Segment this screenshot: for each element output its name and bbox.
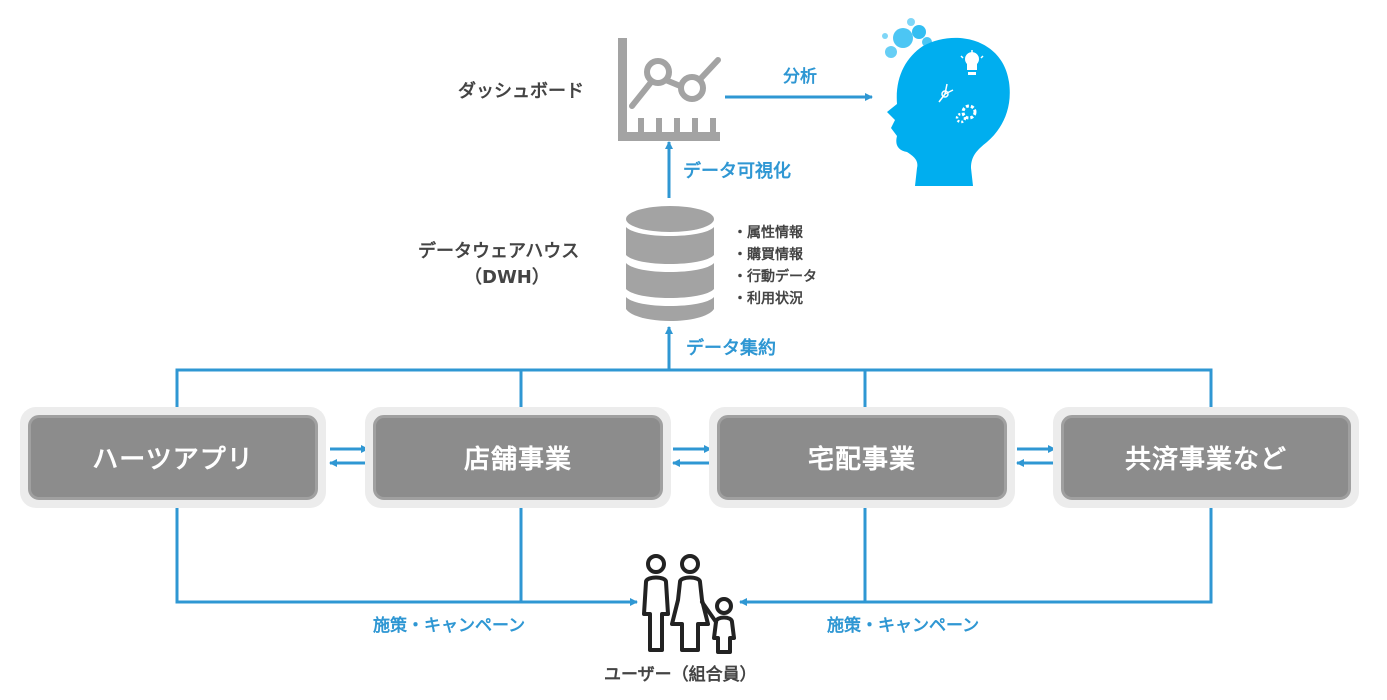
campaign-right-label: 施策・キャンペーン <box>827 616 980 636</box>
business-label: ハーツアプリ <box>28 415 318 500</box>
human-head-idea-icon <box>882 18 1010 187</box>
dwh-item-list: ・属性情報 ・購買情報 ・行動データ ・利用状況 <box>733 222 817 310</box>
family-icon <box>642 554 736 654</box>
business-label: 店舗事業 <box>373 415 663 500</box>
business-hearts-app: ハーツアプリ <box>20 407 326 508</box>
business-delivery: 宅配事業 <box>709 407 1015 508</box>
aggregation-label: データ集約 <box>686 338 776 359</box>
aggregation-bus <box>175 368 1213 407</box>
business-label: 共済事業など <box>1061 415 1351 500</box>
business-label: 宅配事業 <box>717 415 1007 500</box>
users-label: ユーザー（組合員） <box>604 665 757 685</box>
campaign-right-line <box>739 508 1213 606</box>
line-chart-icon <box>618 38 721 141</box>
business-store: 店舗事業 <box>365 407 671 508</box>
dashboard-label: ダッシュボード <box>458 81 584 102</box>
dwh-title: データウェアハウス <box>418 241 580 262</box>
campaign-left-label: 施策・キャンペーン <box>373 616 526 636</box>
visualization-label: データ可視化 <box>683 161 791 182</box>
campaign-left-line <box>175 508 638 606</box>
analysis-label: 分析 <box>783 67 817 87</box>
dwh-subtitle: （DWH） <box>464 267 550 288</box>
dwh-item: ・属性情報 <box>733 225 803 241</box>
business-mutual-aid: 共済事業など <box>1053 407 1359 508</box>
dwh-item: ・行動データ <box>733 269 817 285</box>
dwh-item: ・購買情報 <box>733 247 803 263</box>
dwh-item: ・利用状況 <box>733 291 803 307</box>
database-icon <box>626 206 714 321</box>
